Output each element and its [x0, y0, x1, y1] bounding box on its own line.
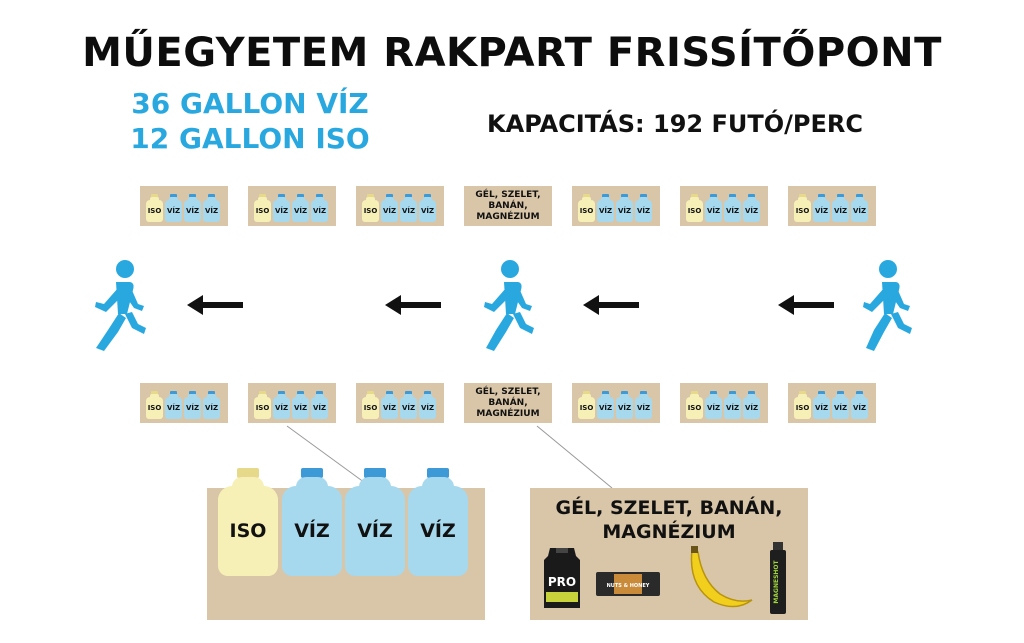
water-bottle-icon: VÍZ	[381, 391, 398, 419]
water-bottle-icon: VÍZ	[184, 194, 201, 222]
water-bottle-icon: VÍZ	[616, 194, 633, 222]
svg-text:PRO: PRO	[548, 575, 576, 589]
water-bottle-icon: VÍZ	[832, 194, 849, 222]
water-bottle-icon: VÍZ	[705, 391, 722, 419]
svg-text:MAGNESHOT: MAGNESHOT	[773, 559, 780, 603]
water-bottle-icon: VÍZ	[851, 194, 868, 222]
water-bottle-icon: VÍZ	[419, 194, 436, 222]
iso-bottle-icon: ISO	[794, 391, 811, 419]
svg-text:NUTS & HONEY: NUTS & HONEY	[607, 583, 650, 589]
gel-pack-icon: PRO	[544, 548, 580, 608]
water-bottle-icon: VÍZ	[292, 194, 309, 222]
drink-table: ISO VÍZ VÍZ VÍZ	[356, 383, 444, 423]
magnesium-shot-icon: MAGNESHOT	[770, 542, 786, 614]
water-bottle-icon: VÍZ	[597, 194, 614, 222]
food-table: GÉL, SZELET, BANÁN, MAGNÉZIUM	[464, 186, 552, 226]
drink-table: ISO VÍZ VÍZ VÍZ	[248, 383, 336, 423]
water-bottle-icon: VÍZ	[635, 194, 652, 222]
drink-table: ISO VÍZ VÍZ VÍZ	[356, 186, 444, 226]
iso-bottle-icon: ISO	[794, 194, 811, 222]
water-bottle-large-icon: VÍZ	[282, 468, 342, 576]
water-bottle-icon: VÍZ	[743, 391, 760, 419]
water-bottle-icon: VÍZ	[832, 391, 849, 419]
water-bottle-icon: VÍZ	[400, 194, 417, 222]
drink-table: ISO VÍZ VÍZ VÍZ	[788, 383, 876, 423]
water-bottle-icon: VÍZ	[273, 194, 290, 222]
food-detail-title: GÉL, SZELET, BANÁN, MAGNÉZIUM	[555, 497, 783, 543]
water-bottle-icon: VÍZ	[813, 391, 830, 419]
water-bottle-icon: VÍZ	[292, 391, 309, 419]
water-bottle-icon: VÍZ	[311, 391, 328, 419]
water-bottle-icon: VÍZ	[165, 391, 182, 419]
water-bottle-icon: VÍZ	[273, 391, 290, 419]
water-bottle-icon: VÍZ	[743, 194, 760, 222]
iso-bottle-icon: ISO	[686, 391, 703, 419]
iso-bottle-icon: ISO	[146, 194, 163, 222]
runner-icon	[863, 260, 912, 351]
food-table-label: GÉL, SZELET, BANÁN, MAGNÉZIUM	[475, 189, 541, 222]
runner-icon	[95, 260, 146, 351]
water-bottle-icon: VÍZ	[851, 391, 868, 419]
water-bottle-icon: VÍZ	[724, 391, 741, 419]
nut-bar-icon: NUTS & HONEY	[596, 572, 660, 596]
food-table-detail: GÉL, SZELET, BANÁN, MAGNÉZIUM PRO NUTS &…	[530, 488, 808, 620]
iso-bottle-large-icon: ISO	[218, 468, 278, 576]
arrow-left-icon	[385, 295, 441, 315]
banana-icon	[690, 546, 753, 608]
arrow-left-icon	[583, 295, 639, 315]
iso-bottle-icon: ISO	[254, 194, 271, 222]
water-bottle-icon: VÍZ	[813, 194, 830, 222]
water-bottle-large-icon: VÍZ	[345, 468, 405, 576]
arrow-left-icon	[778, 295, 834, 315]
water-supply: 36 GALLON VÍZ	[131, 87, 369, 120]
water-bottle-icon: VÍZ	[635, 391, 652, 419]
water-bottle-icon: VÍZ	[419, 391, 436, 419]
water-bottle-icon: VÍZ	[203, 194, 220, 222]
water-bottle-large-icon: VÍZ	[408, 468, 468, 576]
iso-bottle-icon: ISO	[254, 391, 271, 419]
drink-table: ISO VÍZ VÍZ VÍZ	[572, 186, 660, 226]
drink-table: ISO VÍZ VÍZ VÍZ	[788, 186, 876, 226]
iso-bottle-icon: ISO	[146, 391, 163, 419]
water-bottle-icon: VÍZ	[400, 391, 417, 419]
water-bottle-icon: VÍZ	[381, 194, 398, 222]
iso-bottle-icon: ISO	[686, 194, 703, 222]
capacity-label: KAPACITÁS: 192 FUTÓ/PERC	[487, 110, 863, 138]
drink-table: ISO VÍZ VÍZ VÍZ	[572, 383, 660, 423]
iso-bottle-icon: ISO	[578, 194, 595, 222]
iso-supply: 12 GALLON ISO	[130, 122, 370, 155]
water-bottle-icon: VÍZ	[597, 391, 614, 419]
drink-table: ISO VÍZ VÍZ VÍZ	[680, 186, 768, 226]
page-title: MŰEGYETEM RAKPART FRISSÍTŐPONT	[82, 30, 942, 76]
arrow-left-icon	[187, 295, 243, 315]
water-bottle-icon: VÍZ	[184, 391, 201, 419]
drink-table: ISO VÍZ VÍZ VÍZ	[248, 186, 336, 226]
drink-table: ISO VÍZ VÍZ VÍZ	[680, 383, 768, 423]
water-bottle-icon: VÍZ	[165, 194, 182, 222]
drink-table: ISO VÍZ VÍZ VÍZ	[140, 383, 228, 423]
iso-bottle-icon: ISO	[362, 391, 379, 419]
water-bottle-icon: VÍZ	[616, 391, 633, 419]
drink-table: ISO VÍZ VÍZ VÍZ	[140, 186, 228, 226]
iso-bottle-icon: ISO	[578, 391, 595, 419]
runner-icon	[484, 260, 534, 351]
water-bottle-icon: VÍZ	[311, 194, 328, 222]
supply-summary: 36 GALLON VÍZ 12 GALLON ISO	[120, 86, 380, 156]
water-bottle-icon: VÍZ	[724, 194, 741, 222]
food-table: GÉL, SZELET, BANÁN, MAGNÉZIUM	[464, 383, 552, 423]
food-table-label: GÉL, SZELET, BANÁN, MAGNÉZIUM	[475, 386, 541, 419]
water-bottle-icon: VÍZ	[203, 391, 220, 419]
water-bottle-icon: VÍZ	[705, 194, 722, 222]
iso-bottle-icon: ISO	[362, 194, 379, 222]
